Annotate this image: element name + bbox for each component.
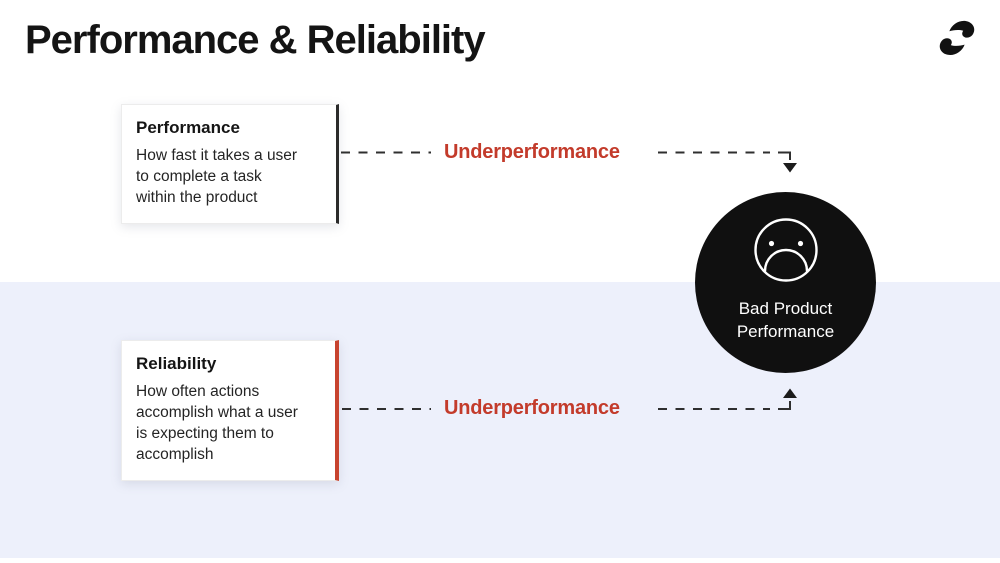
reliability-card: Reliability How often actions accomplish…: [121, 340, 339, 481]
result-node-label: Bad Product Performance: [736, 299, 835, 341]
top-connector-corner: [778, 151, 791, 160]
bad-product-performance-node: Bad Product Performance: [695, 192, 876, 373]
bottom-connector-label: Underperformance: [444, 397, 620, 419]
background-footer-strip: [0, 558, 1000, 563]
top-connector-label: Underperformance: [444, 141, 620, 163]
down-arrowhead-icon: [783, 163, 797, 173]
brand-logo-icon: [939, 20, 975, 56]
performance-card-description: How fast it takes a user to complete a t…: [136, 147, 298, 206]
sad-face-icon: [754, 218, 818, 282]
reliability-card-title: Reliability: [136, 354, 217, 373]
performance-card: Performance How fast it takes a user to …: [121, 104, 339, 224]
reliability-card-description: How often actions accomplish what a user…: [136, 383, 298, 463]
page-title: Performance & Reliability: [25, 18, 486, 62]
performance-card-title: Performance: [136, 118, 240, 137]
